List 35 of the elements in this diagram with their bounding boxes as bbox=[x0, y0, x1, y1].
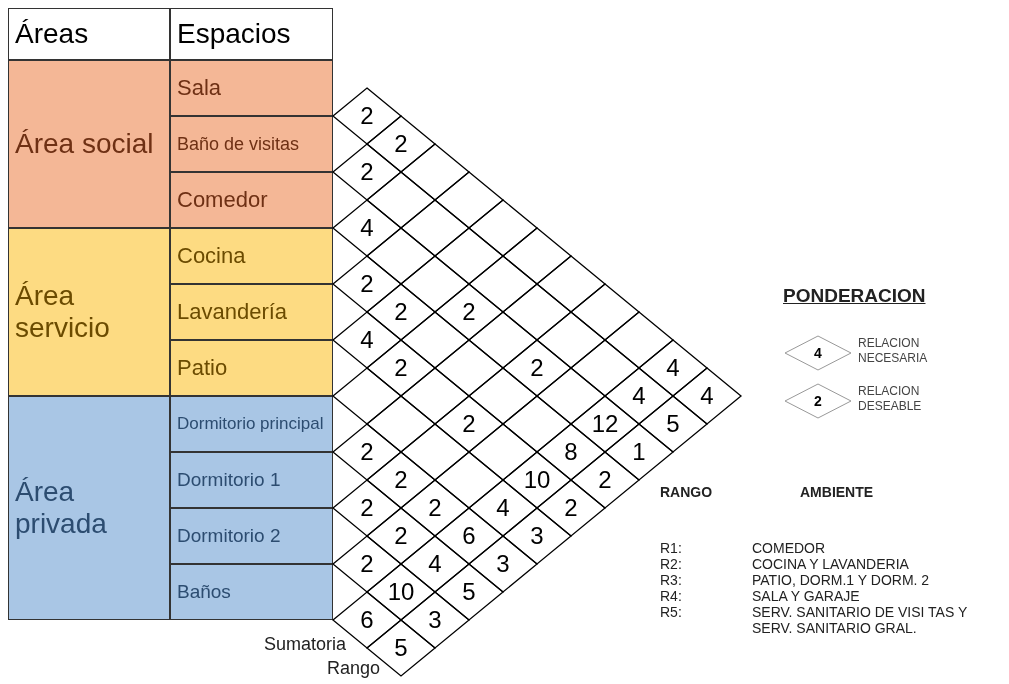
room-list-text: SERV. SANITARIO DE VISI TAS Y SERV. SANITARIO GRAL. bbox=[752, 604, 968, 636]
space-cell: Dormitorio 2 bbox=[170, 508, 333, 564]
legend-text: RELACION DESEABLE bbox=[858, 384, 923, 414]
room-list-text: COCINA Y LAVANDERIA bbox=[752, 556, 909, 572]
range-code: R3: bbox=[660, 572, 682, 588]
sample-diamond: 4 bbox=[785, 336, 851, 370]
space-cell: Dormitorio 1 bbox=[170, 452, 333, 508]
column-header: Espacios bbox=[170, 8, 333, 60]
space-cell: Cocina bbox=[170, 228, 333, 284]
space-cell: Patio bbox=[170, 340, 333, 396]
row-label: Sumatoria bbox=[262, 636, 346, 652]
legend-heading: PONDERACION bbox=[783, 288, 926, 304]
range-code: R4: bbox=[660, 588, 682, 604]
range-code: R5: bbox=[660, 604, 682, 620]
column-header: AMBIENTE bbox=[800, 484, 874, 500]
legend-text: RELACION NECESARIA bbox=[858, 336, 929, 366]
column-header: RANGO bbox=[660, 484, 713, 500]
space-cell: Baño de visitas bbox=[170, 116, 333, 172]
space-cell: Comedor bbox=[170, 172, 333, 228]
space-cell: Lavandería bbox=[170, 284, 333, 340]
space-cell: Sala bbox=[170, 60, 333, 116]
space-cell: Dormitorio principal bbox=[170, 396, 333, 452]
space-cell: Baños bbox=[170, 564, 333, 620]
range-code: R2: bbox=[660, 556, 682, 572]
relation-diamond: 4 bbox=[333, 200, 401, 256]
room-list-text: PATIO, DORM.1 Y DORM. 2 bbox=[752, 572, 930, 588]
row-label: Rango bbox=[325, 660, 380, 676]
room-list-text: SALA Y GARAJE bbox=[752, 588, 860, 604]
area-cell: Área servicio bbox=[8, 228, 170, 396]
area-cell: Área social bbox=[8, 60, 170, 228]
column-header: Áreas bbox=[8, 8, 170, 60]
area-cell: Área privada bbox=[8, 396, 170, 620]
sample-diamond: 2 bbox=[785, 384, 851, 418]
room-list-text: COMEDOR bbox=[752, 540, 826, 556]
range-code: R1: bbox=[660, 540, 682, 556]
